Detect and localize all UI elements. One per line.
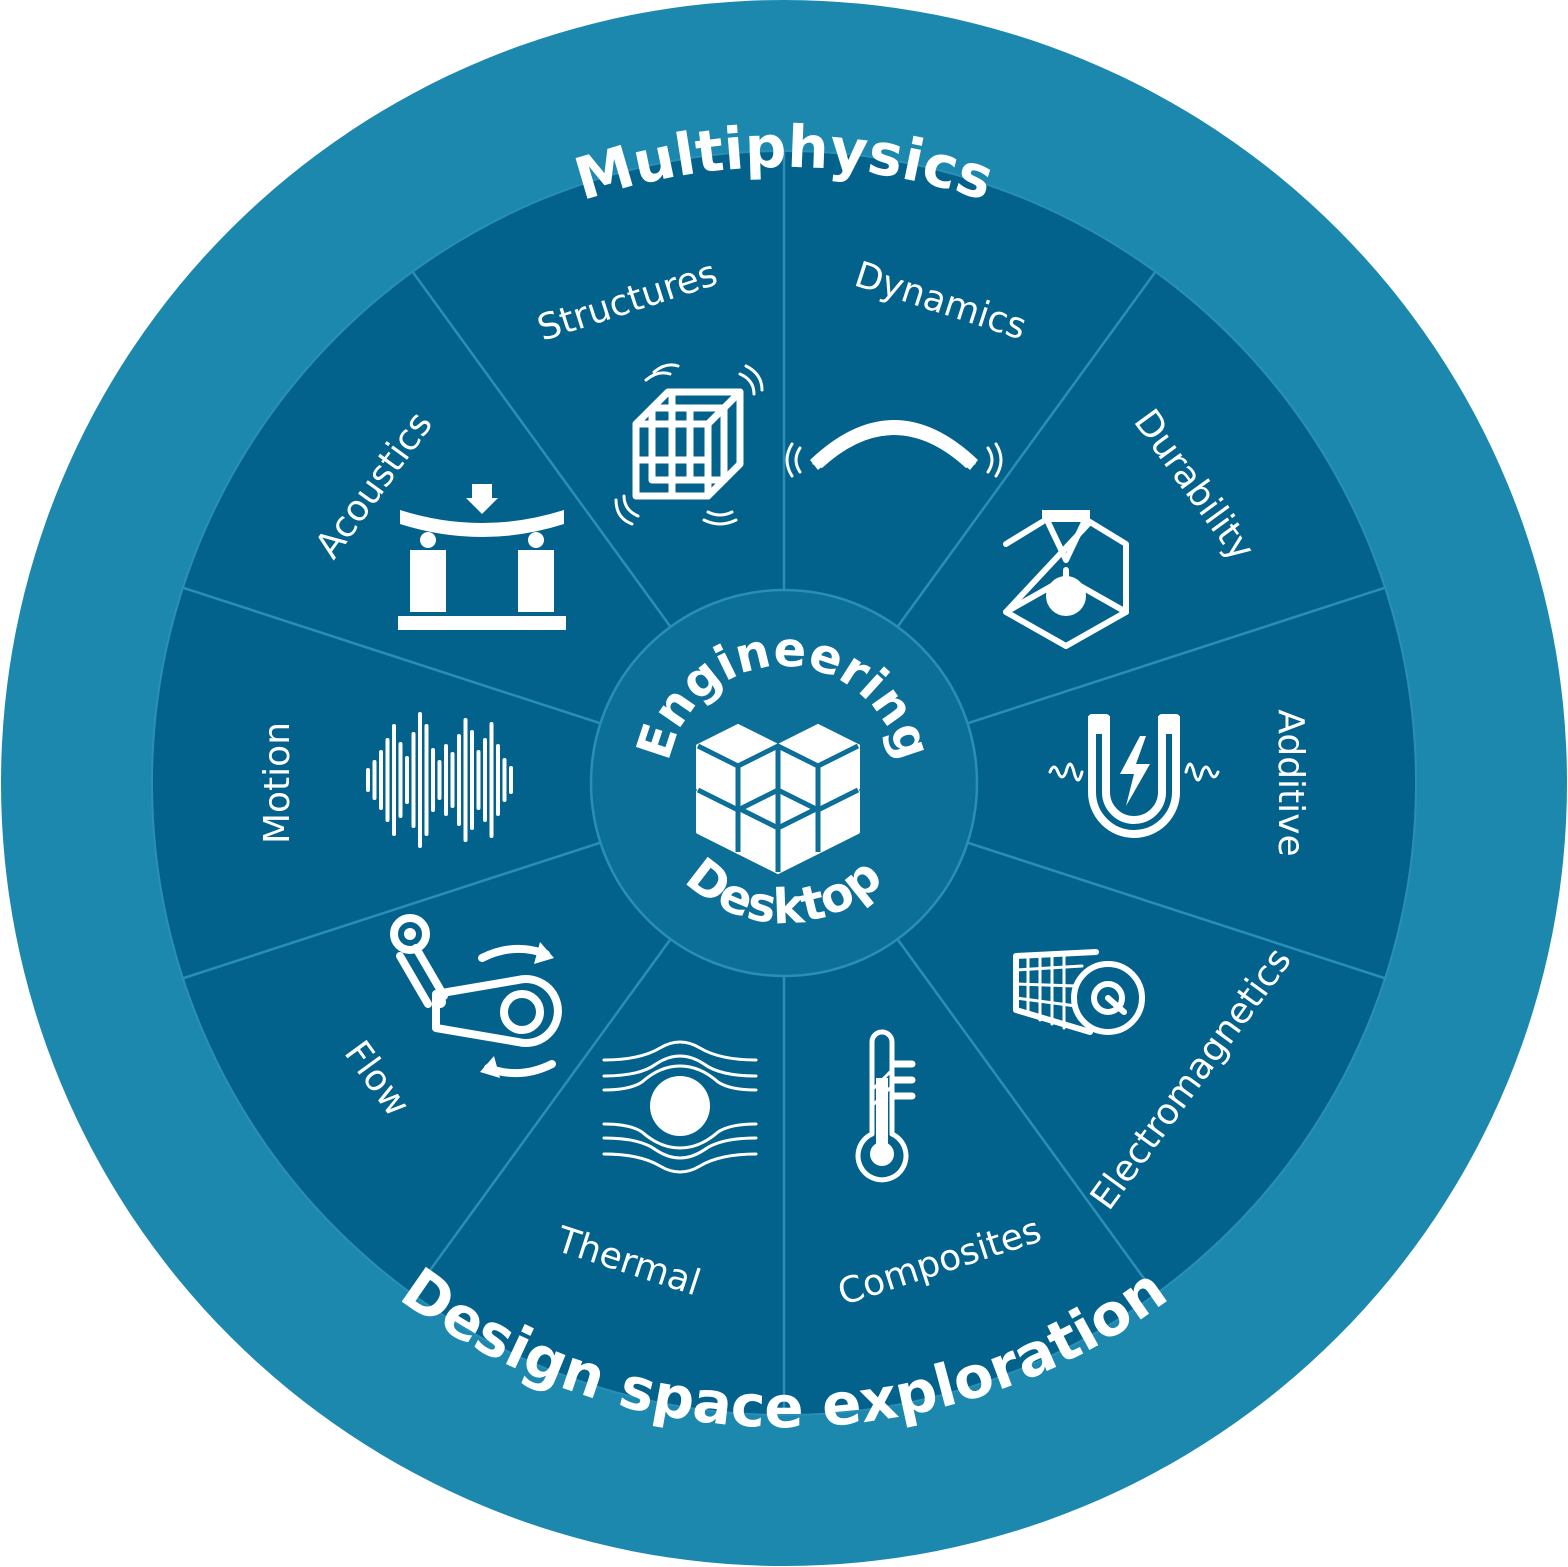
cubes-icon	[696, 724, 860, 874]
segment-divider	[896, 270, 1157, 628]
linkage-icon	[390, 914, 562, 1078]
sound-wave-icon	[366, 712, 513, 848]
magnet-icon	[1048, 714, 1220, 838]
segment-label-motion: Motion	[257, 722, 298, 844]
thermometer-icon	[855, 1029, 916, 1183]
vibrating-cube-icon	[614, 363, 764, 526]
segment-divider	[896, 938, 1157, 1296]
segment-divider	[411, 938, 672, 1296]
beam-load-icon	[398, 484, 566, 630]
segment-divider	[182, 586, 601, 725]
segment-divider	[411, 270, 672, 628]
flow-sphere-icon	[602, 1040, 758, 1174]
segment-label-additive: Additive	[1270, 709, 1311, 856]
3d-printer-icon	[1003, 510, 1129, 649]
segment-divider	[182, 841, 601, 980]
composite-roll-icon	[1013, 949, 1145, 1035]
segment-divider	[967, 841, 1386, 980]
segment-dividers	[182, 151, 1386, 1415]
cracked-arc-icon	[785, 404, 1003, 478]
segment-divider	[967, 586, 1386, 725]
